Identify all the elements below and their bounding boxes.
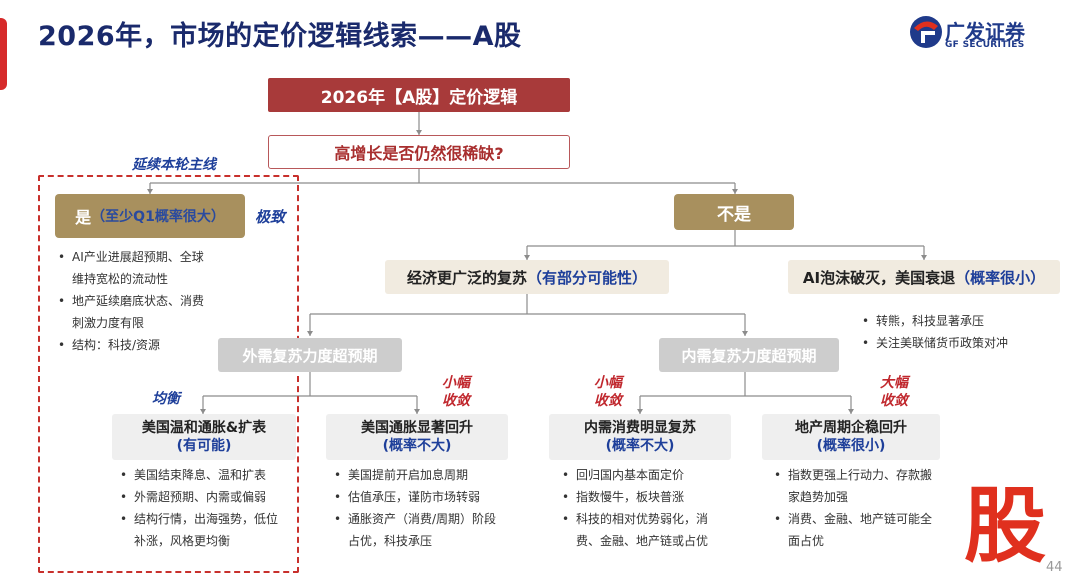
bubble-note: （概率很小） bbox=[955, 268, 1046, 287]
leaf-bullets: 美国提前开启加息周期 估值承压，谨防市场转弱 通胀资产（消费/周期）阶段占优，科… bbox=[334, 464, 502, 552]
accent-tab bbox=[0, 18, 7, 90]
leaf-note: (概率很小) bbox=[816, 438, 886, 454]
page-number: 44 bbox=[1046, 560, 1063, 575]
leaf-bullets: 美国结束降息、温和扩表 外需超预期、内需或偏弱 结构行情，出海强势，低位补涨，风… bbox=[120, 464, 288, 552]
large-convergence-tag: 大幅收敛 bbox=[880, 375, 908, 409]
main-line-label: 延续本轮主线 bbox=[132, 157, 216, 173]
list-item: 回归国内基本面定价 bbox=[562, 464, 728, 486]
recovery-node: 经济更广泛的复苏（有部分可能性） bbox=[385, 260, 669, 294]
main-line-frame bbox=[38, 175, 299, 573]
list-item: 外需超预期、内需或偏弱 bbox=[120, 486, 288, 508]
leaf-bullets: 回归国内基本面定价 指数慢牛，板块普涨 科技的相对优势弱化，消费、金融、地产链或… bbox=[562, 464, 728, 552]
list-item: 估值承压，谨防市场转弱 bbox=[334, 486, 502, 508]
list-item: 通胀资产（消费/周期）阶段占优，科技承压 bbox=[334, 508, 502, 552]
yes-tag: 极致 bbox=[255, 208, 286, 226]
yes-node: 是（至少Q1概率很大） bbox=[55, 194, 245, 238]
logo-name: 广发证券 bbox=[945, 20, 1025, 44]
leaf-note: (概率不大) bbox=[382, 438, 452, 454]
bubble-label: AI泡沫破灭，美国衰退 bbox=[802, 268, 956, 287]
list-item: 消费、金融、地产链可能全面占优 bbox=[774, 508, 940, 552]
question-node: 高增长是否仍然很稀缺? bbox=[268, 135, 570, 169]
logo-english: GF SECURITIES bbox=[945, 40, 1025, 50]
list-item: 指数慢牛，板块普涨 bbox=[562, 486, 728, 508]
stock-stamp: 股 bbox=[964, 479, 1047, 574]
yes-bullets: AI产业进展超预期、全球维持宽松的流动性 地产延续磨底状态、消费刺激力度有限 结… bbox=[58, 246, 208, 356]
leaf-title: 美国通胀显著回升 bbox=[361, 419, 473, 436]
list-item: 科技的相对优势弱化，消费、金融、地产链或占优 bbox=[562, 508, 728, 552]
yes-label: 是 bbox=[75, 208, 92, 227]
leaf-node: 内需消费明显复苏 (概率不大) bbox=[549, 414, 731, 460]
leaf-title: 内需消费明显复苏 bbox=[584, 419, 696, 436]
yes-note: （至少Q1概率很大） bbox=[91, 209, 225, 225]
list-item: 转熊，科技显著承压 bbox=[862, 310, 1062, 332]
leaf-note: (概率不大) bbox=[605, 438, 675, 454]
leaf-node: 美国温和通胀&扩表 (有可能) bbox=[112, 414, 296, 460]
list-item: 关注美联储货币政策对冲 bbox=[862, 332, 1062, 354]
external-demand-node: 外需复苏力度超预期 bbox=[218, 338, 402, 372]
no-node: 不是 bbox=[674, 194, 794, 230]
recovery-note: （有部分可能性） bbox=[527, 268, 648, 287]
bubble-bullets: 转熊，科技显著承压 关注美联储货币政策对冲 bbox=[862, 310, 1062, 354]
list-item: 指数更强上行动力、存款搬家趋势加强 bbox=[774, 464, 940, 508]
list-item: 结构行情，出海强势，低位补涨，风格更均衡 bbox=[120, 508, 288, 552]
list-item: 美国结束降息、温和扩表 bbox=[120, 464, 288, 486]
leaf-bullets: 指数更强上行动力、存款搬家趋势加强 消费、金融、地产链可能全面占优 bbox=[774, 464, 940, 552]
list-item: 结构：科技/资源 bbox=[58, 334, 208, 356]
bubble-node: AI泡沫破灭，美国衰退（概率很小） bbox=[788, 260, 1060, 294]
leaf-title: 美国温和通胀&扩表 bbox=[141, 419, 267, 436]
small-convergence-tag: 小幅收敛 bbox=[442, 375, 470, 409]
small-convergence-tag: 小幅收敛 bbox=[594, 375, 622, 409]
list-item: 美国提前开启加息周期 bbox=[334, 464, 502, 486]
recovery-label: 经济更广泛的复苏 bbox=[406, 268, 527, 287]
list-item: AI产业进展超预期、全球维持宽松的流动性 bbox=[58, 246, 208, 290]
leaf-node: 地产周期企稳回升 (概率很小) bbox=[762, 414, 940, 460]
gf-logo-icon bbox=[910, 16, 942, 48]
leaf-node: 美国通胀显著回升 (概率不大) bbox=[326, 414, 508, 460]
leaf-title: 地产周期企稳回升 bbox=[795, 419, 907, 436]
leaf-note: (有可能) bbox=[176, 438, 232, 454]
domestic-demand-node: 内需复苏力度超预期 bbox=[659, 338, 839, 372]
page-title: 2026年，市场的定价逻辑线索——A股 bbox=[38, 21, 522, 52]
root-node: 2026年【A股】定价逻辑 bbox=[268, 78, 570, 112]
balance-tag: 均衡 bbox=[152, 391, 180, 407]
list-item: 地产延续磨底状态、消费刺激力度有限 bbox=[58, 290, 208, 334]
